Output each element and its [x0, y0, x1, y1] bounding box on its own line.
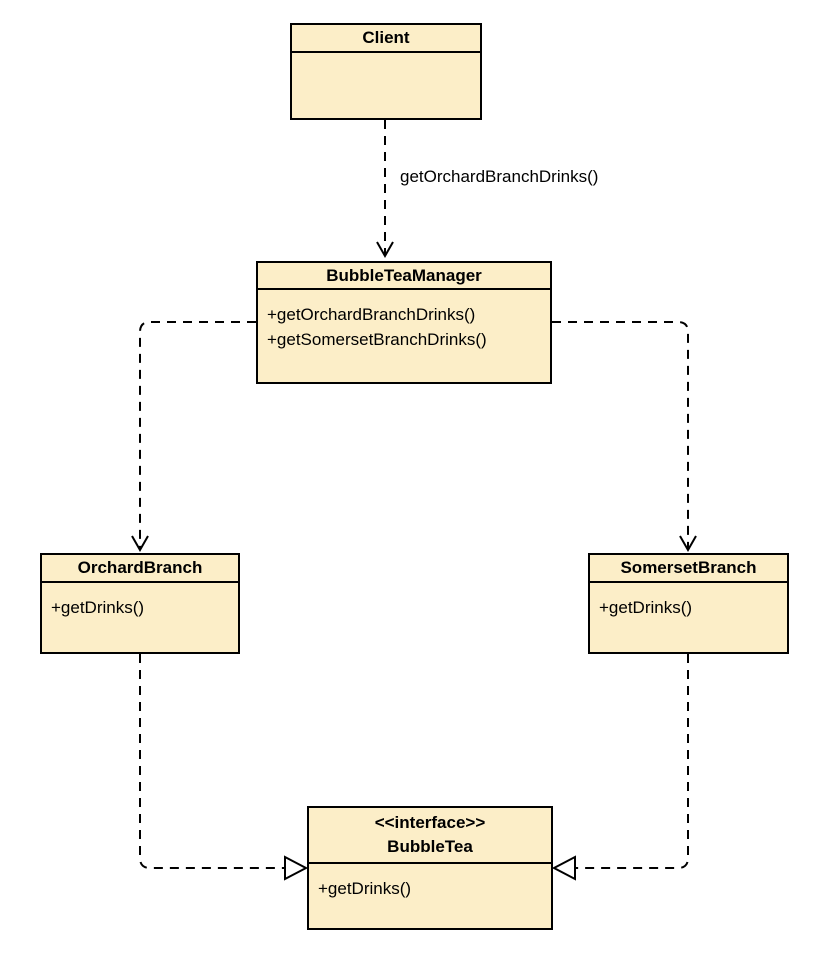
- class-orchard-branch-title: OrchardBranch: [42, 555, 238, 583]
- method-item: +getOrchardBranchDrinks(): [267, 305, 476, 324]
- edge-somerset-to-bubbletea: [576, 654, 689, 869]
- class-client-title: Client: [292, 25, 480, 53]
- class-somerset-branch: SomersetBranch +getDrinks(): [588, 553, 789, 654]
- class-bubble-tea-manager-title: BubbleTeaManager: [258, 263, 550, 290]
- method-item: +getDrinks(): [318, 879, 412, 898]
- realization-arrowhead-right: [551, 855, 576, 881]
- class-client: Client: [290, 23, 482, 120]
- realization-arrowhead-left: [284, 855, 309, 881]
- class-client-name: Client: [362, 28, 410, 47]
- dependency-arrowhead-somerset: [679, 535, 697, 553]
- class-bubble-tea-manager: BubbleTeaManager +getOrchardBranchDrinks…: [256, 261, 552, 384]
- class-bubble-tea-interface-body: +getDrinks(): [309, 864, 551, 928]
- method-item: +getDrinks(): [51, 598, 145, 617]
- edge-manager-to-somerset: [552, 321, 689, 549]
- edge-manager-to-orchard: [139, 321, 256, 549]
- class-bubble-tea-manager-name: BubbleTeaManager: [326, 265, 482, 285]
- method-item: +getSomersetBranchDrinks(): [267, 330, 487, 349]
- class-somerset-branch-body: +getDrinks(): [590, 583, 787, 652]
- class-bubble-tea-interface-title: <<interface>> BubbleTea: [309, 808, 551, 864]
- dependency-arrowhead-manager: [376, 241, 394, 259]
- class-bubble-tea-interface: <<interface>> BubbleTea +getDrinks(): [307, 806, 553, 930]
- class-bubble-tea-stereotype: <<interface>>: [374, 813, 486, 832]
- class-somerset-branch-name: SomersetBranch: [620, 558, 757, 577]
- class-somerset-branch-title: SomersetBranch: [590, 555, 787, 583]
- class-orchard-branch: OrchardBranch +getDrinks(): [40, 553, 240, 654]
- class-bubble-tea-name: BubbleTea: [387, 837, 473, 856]
- class-client-body: [292, 53, 480, 118]
- method-item: +getDrinks(): [599, 598, 693, 617]
- class-orchard-branch-name: OrchardBranch: [77, 558, 203, 577]
- edge-label-getOrchardBranchDrinks: getOrchardBranchDrinks(): [400, 167, 599, 186]
- edge-orchard-to-bubbletea: [139, 654, 284, 869]
- class-bubble-tea-manager-body: +getOrchardBranchDrinks() +getSomersetBr…: [258, 290, 550, 382]
- class-orchard-branch-body: +getDrinks(): [42, 583, 238, 652]
- dependency-arrowhead-orchard: [131, 535, 149, 553]
